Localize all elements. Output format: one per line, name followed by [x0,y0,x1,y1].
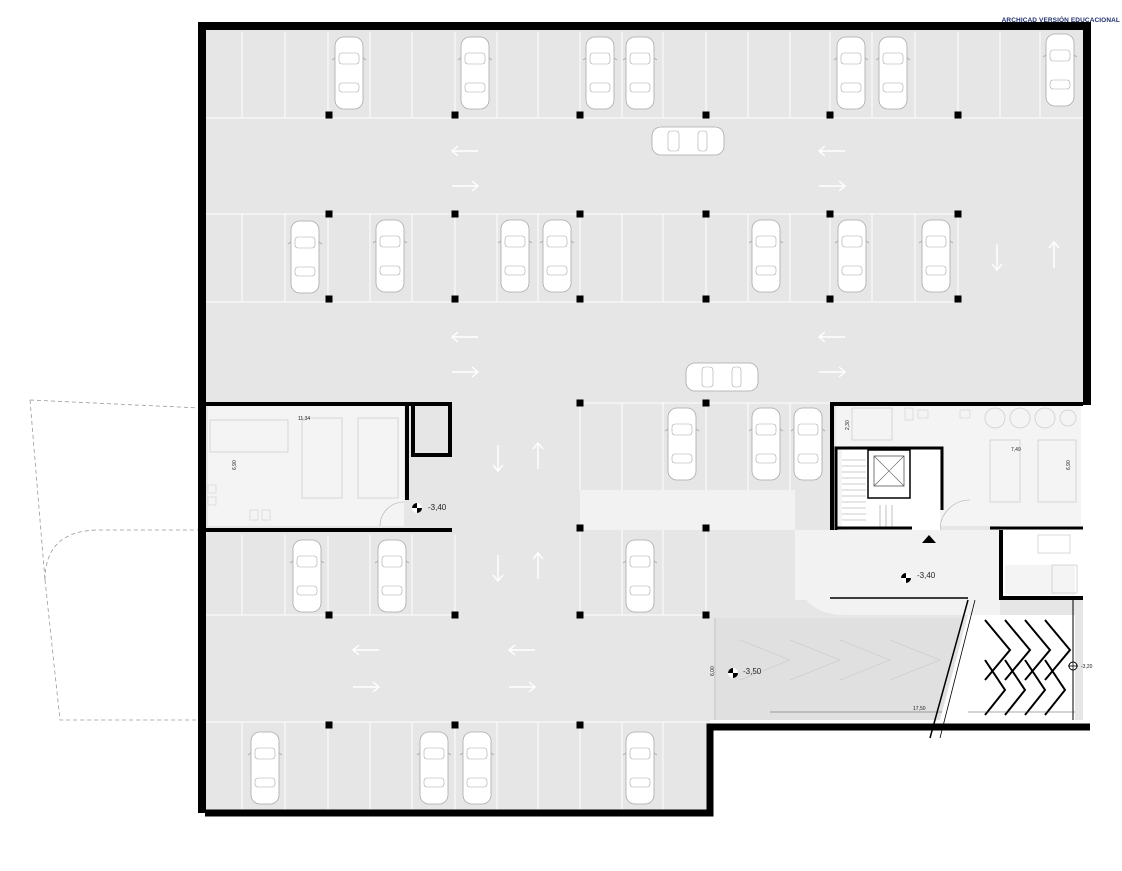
column-icon [325,111,333,119]
lobby-corridor [580,490,795,530]
dim-room-right-height: 6,90 [1066,460,1072,470]
level-label-lobby: -3,40 [917,571,936,580]
column-icon [702,524,710,532]
column-icon [576,399,584,407]
column-icon [702,210,710,218]
column-icon [576,295,584,303]
column-icon [702,111,710,119]
dim-room-left-height: 6,90 [232,460,238,470]
column-icon [576,524,584,532]
car-icon [748,407,784,481]
car-icon [287,220,323,294]
level-marker-icon [728,668,738,678]
column-icon [702,399,710,407]
street-ramp [929,599,1075,739]
column-icon [451,210,459,218]
car-icon [582,36,618,110]
car-icon [875,36,911,110]
column-icon [702,611,710,619]
column-icon [451,611,459,619]
car-icon [685,362,759,392]
core [842,449,940,543]
column-icon [826,295,834,303]
car-icon [622,731,658,805]
dim-core: 2,30 [845,420,851,430]
column-icon [325,295,333,303]
car-icon [459,731,495,805]
site-outline [29,399,201,721]
car-icon [834,219,870,293]
column-icon [451,295,459,303]
dim-room-right-width: 7,49 [1011,447,1021,453]
column-icon [325,210,333,218]
car-icon [790,407,826,481]
dim-room-left-width: 11,34 [298,416,310,422]
car-icon [247,731,283,805]
column-icon [576,721,584,729]
elevator-shaft [867,449,911,499]
watermark: ARCHICAD VERSIÓN EDUCACIONAL [1001,17,1120,24]
column-icon [954,295,962,303]
car-icon [331,36,367,110]
car-icon [497,219,533,293]
left-room [207,406,405,527]
walls [198,22,1091,817]
level-marker-icon [412,503,422,513]
car-icon [622,539,658,613]
level-label-left-room: -3,40 [428,503,447,512]
car-icon [539,219,575,293]
car-icon [372,219,408,293]
car-icon [664,407,700,481]
column-icon [576,111,584,119]
level-label-street: -3,20 [1081,664,1093,670]
level-marker-icon [901,573,911,583]
column-icon [451,721,459,729]
column-icon [826,210,834,218]
column-icon [702,295,710,303]
car-icon [289,539,325,613]
column-icon [576,210,584,218]
column-icon [954,111,962,119]
car-icon [918,219,954,293]
car-icon [622,36,658,110]
column-icon [325,721,333,729]
column-icon [451,111,459,119]
entrance-ramp [714,618,960,720]
column-icon [954,210,962,218]
lobby-hall [795,530,1000,600]
dim-ramp-width: 6,00 [710,666,716,676]
car-icon [748,219,784,293]
car-icon [457,36,493,110]
column-icon [325,611,333,619]
site-outline-edge [29,399,46,581]
car-icon [1042,33,1078,107]
car-icon [374,539,410,613]
dim-ramp-length: 17,50 [913,706,926,712]
stall-lines-top [205,32,1083,119]
level-label-ramp: -3,50 [743,667,762,676]
car-icon [416,731,452,805]
column-icon [576,611,584,619]
car-icon [833,36,869,110]
column-icon [826,111,834,119]
stair-direction-icon [922,535,936,543]
car-icon [651,126,725,156]
